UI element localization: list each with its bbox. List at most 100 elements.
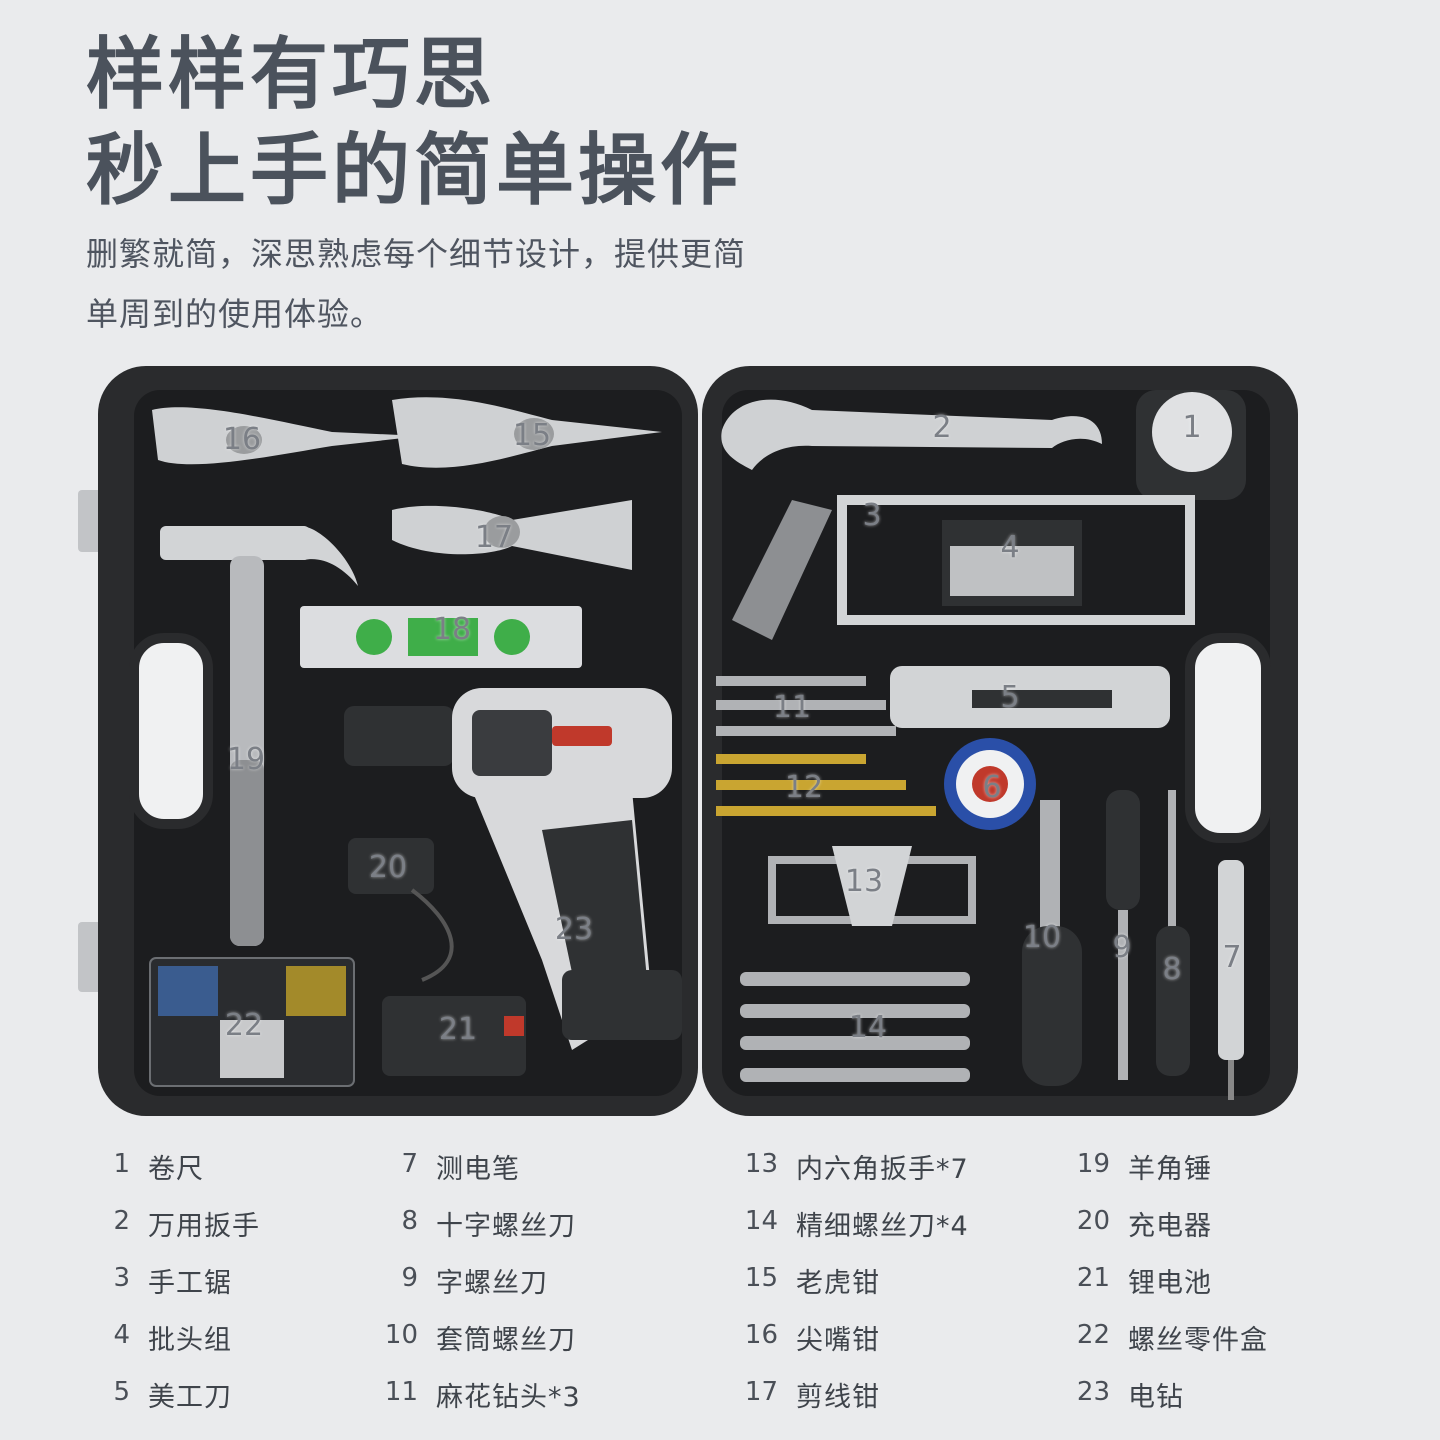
legend-number: 2	[113, 1206, 130, 1236]
legend-item: 20 充电器	[1077, 1206, 1212, 1247]
utility-knife-icon	[890, 666, 1170, 728]
legend-number: 14	[744, 1206, 778, 1236]
legend-label: 十字螺丝刀	[436, 1211, 576, 1242]
legend-item: 2 万用扳手	[113, 1206, 260, 1247]
legend-number: 13	[744, 1149, 778, 1179]
legend-label: 螺丝零件盒	[1128, 1325, 1268, 1356]
tool-number-8: 8	[1162, 952, 1182, 987]
lineman-pliers-icon	[392, 397, 662, 468]
tool-number-12: 12	[784, 770, 824, 805]
legend-number: 10	[384, 1320, 418, 1350]
wire-cutters-icon	[392, 500, 632, 570]
headline-line-1: 样样有巧思	[86, 30, 497, 120]
screw-box-icon	[149, 957, 355, 1087]
drill-bits-icon	[716, 676, 936, 816]
legend-label: 老虎钳	[796, 1268, 880, 1299]
legend-number: 22	[1076, 1320, 1110, 1350]
tool-number-9: 9	[1112, 930, 1132, 965]
battery-icon	[382, 996, 526, 1076]
legend-number: 19	[1076, 1149, 1110, 1179]
tool-number-4: 4	[1000, 530, 1020, 565]
legend-item: 19 羊角锤	[1077, 1149, 1212, 1190]
tool-number-5: 5	[1000, 680, 1020, 715]
legend-label: 羊角锤	[1128, 1154, 1212, 1185]
legend-number: 21	[1076, 1263, 1110, 1293]
legend-item: 4 批头组	[113, 1320, 232, 1361]
legend-label: 测电笔	[436, 1154, 520, 1185]
legend-number: 17	[744, 1377, 778, 1407]
flat-screwdriver-icon	[1106, 790, 1140, 1080]
legend-item: 21 锂电池	[1077, 1263, 1212, 1304]
test-pen-icon	[1218, 860, 1244, 1100]
legend-number: 8	[401, 1206, 418, 1236]
needle-nose-pliers-icon	[152, 407, 422, 465]
legend-number: 9	[401, 1263, 418, 1293]
legend-number: 23	[1076, 1377, 1110, 1407]
description-line-1: 删繁就简，深思熟虑每个细节设计，提供更简	[86, 235, 747, 273]
legend-item: 16 尖嘴钳	[745, 1320, 880, 1361]
hacksaw-icon	[732, 495, 1195, 640]
insulating-tape-icon	[944, 738, 1036, 830]
description-line-2: 单周到的使用体验。	[86, 295, 384, 333]
legend-number: 20	[1076, 1206, 1110, 1236]
legend-number: 16	[744, 1320, 778, 1350]
legend-label: 万用扳手	[148, 1211, 260, 1242]
legend-number: 4	[113, 1320, 130, 1350]
legend-number: 7	[401, 1149, 418, 1179]
legend-label: 电钻	[1128, 1382, 1184, 1413]
tool-number-17: 17	[474, 520, 514, 555]
bit-set-icon	[942, 520, 1082, 606]
legend-label: 卷尺	[148, 1154, 204, 1185]
legend-number: 1	[113, 1149, 130, 1179]
legend-item: 15 老虎钳	[745, 1263, 880, 1304]
tool-number-18: 18	[432, 612, 472, 647]
tool-number-20: 20	[368, 850, 408, 885]
tool-number-10: 10	[1022, 920, 1062, 955]
tool-number-14: 14	[848, 1010, 888, 1045]
toolbox-drawing	[78, 366, 1298, 1116]
legend-item: 3 手工锯	[113, 1263, 232, 1304]
left-handle-icon	[129, 633, 213, 829]
universal-wrench-icon	[721, 399, 1102, 470]
right-handle-icon	[1185, 633, 1271, 843]
precision-screwdrivers-icon	[740, 972, 970, 1082]
legend-label: 批头组	[148, 1325, 232, 1356]
tool-number-22: 22	[224, 1008, 264, 1043]
socket-screwdriver-icon	[1022, 800, 1082, 1086]
spirit-level-icon	[300, 606, 582, 668]
legend-label: 锂电池	[1128, 1268, 1212, 1299]
legend-number: 5	[113, 1377, 130, 1407]
legend-item: 10 套筒螺丝刀	[385, 1320, 576, 1361]
toolbox-illustration: 1 2 3 4 5 6 7 8 9 10 11 12 13 14 15 16 1…	[72, 360, 1304, 1120]
legend-label: 手工锯	[148, 1268, 232, 1299]
tool-number-23: 23	[554, 912, 594, 947]
tool-number-3: 3	[862, 498, 882, 533]
legend-number: 11	[384, 1377, 418, 1407]
legend-number: 3	[113, 1263, 130, 1293]
cordless-drill-icon	[344, 688, 682, 1050]
legend-item: 1 卷尺	[113, 1149, 204, 1190]
tool-number-2: 2	[932, 410, 952, 445]
legend-label: 剪线钳	[796, 1382, 880, 1413]
tool-number-11: 11	[772, 690, 812, 725]
tool-number-1: 1	[1182, 410, 1202, 445]
legend-number: 15	[744, 1263, 778, 1293]
legend-item: 7 测电笔	[401, 1149, 520, 1190]
legend-label: 美工刀	[148, 1382, 232, 1413]
legend-label: 尖嘴钳	[796, 1325, 880, 1356]
legend-item: 8 十字螺丝刀	[401, 1206, 576, 1247]
legend-label: 套筒螺丝刀	[436, 1325, 576, 1356]
legend-item: 23 电钻	[1077, 1377, 1184, 1418]
legend-item: 17 剪线钳	[745, 1377, 880, 1418]
tool-number-6: 6	[982, 770, 1002, 805]
hex-keys-icon	[768, 846, 976, 926]
tool-number-7: 7	[1222, 940, 1242, 975]
legend-label: 充电器	[1128, 1211, 1212, 1242]
legend-item: 22 螺丝零件盒	[1077, 1320, 1268, 1361]
claw-hammer-icon	[160, 526, 358, 946]
tool-number-15: 15	[512, 418, 552, 453]
